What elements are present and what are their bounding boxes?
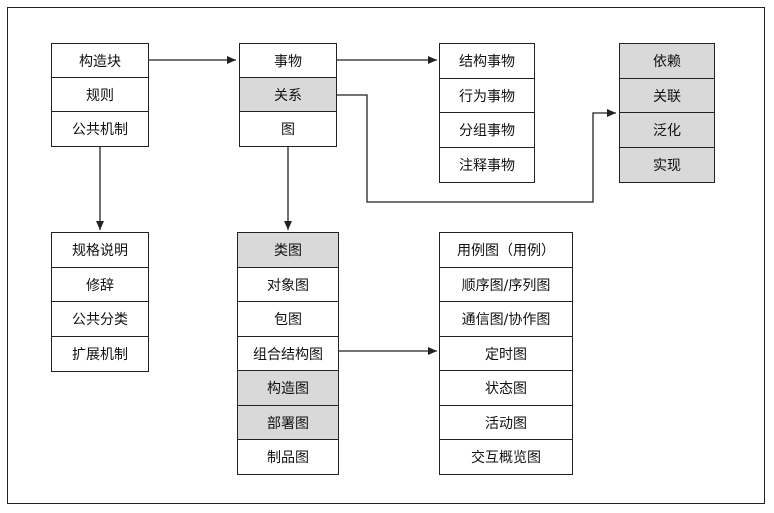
structure-diagrams-box-4: 组合结构图 [237, 335, 339, 372]
relation-types-column: 依赖关联泛化实现 [619, 43, 715, 183]
thing-types-column: 结构事物行为事物分组事物注释事物 [439, 43, 535, 183]
building-blocks-column: 构造块规则公共机制 [51, 43, 149, 147]
relation-types-box-1: 依赖 [619, 43, 715, 79]
relation-types-box-2: 关联 [619, 77, 715, 114]
building-blocks-box-3: 公共机制 [51, 111, 149, 147]
common-mechanisms-column: 规格说明修辞公共分类扩展机制 [51, 232, 149, 372]
things-relations-box-2: 关系 [239, 77, 337, 113]
mechanisms-box-2: 修辞 [51, 266, 149, 303]
structure-diagrams-box-3: 包图 [237, 301, 339, 337]
structure-diagrams-box-7: 制品图 [237, 439, 339, 475]
things-relations-box-1: 事物 [239, 43, 337, 79]
diagram-frame [7, 7, 765, 504]
behavior-diagrams-column: 用例图（用例）顺序图/序列图通信图/协作图定时图状态图活动图交互概览图 [439, 232, 573, 475]
things-relations-box-3: 图 [239, 111, 337, 147]
behavior-diagrams-box-6: 活动图 [439, 404, 573, 441]
behavior-diagrams-box-7: 交互概览图 [439, 439, 573, 475]
behavior-diagrams-box-5: 状态图 [439, 370, 573, 406]
mechanisms-box-4: 扩展机制 [51, 335, 149, 372]
thing-types-box-4: 注释事物 [439, 146, 535, 183]
behavior-diagrams-box-2: 顺序图/序列图 [439, 266, 573, 303]
mechanisms-box-3: 公共分类 [51, 301, 149, 337]
relation-types-box-4: 实现 [619, 146, 715, 183]
arrow-relation-to-relation-types [337, 94, 616, 203]
thing-types-box-1: 结构事物 [439, 43, 535, 79]
things-relations-column: 事物关系图 [239, 43, 337, 147]
structure-diagrams-box-1: 类图 [237, 232, 339, 268]
thing-types-box-2: 行为事物 [439, 77, 535, 114]
structure-diagrams-column: 类图对象图包图组合结构图构造图部署图制品图 [237, 232, 339, 475]
relation-types-box-3: 泛化 [619, 112, 715, 148]
behavior-diagrams-box-1: 用例图（用例） [439, 232, 573, 268]
behavior-diagrams-box-3: 通信图/协作图 [439, 301, 573, 337]
